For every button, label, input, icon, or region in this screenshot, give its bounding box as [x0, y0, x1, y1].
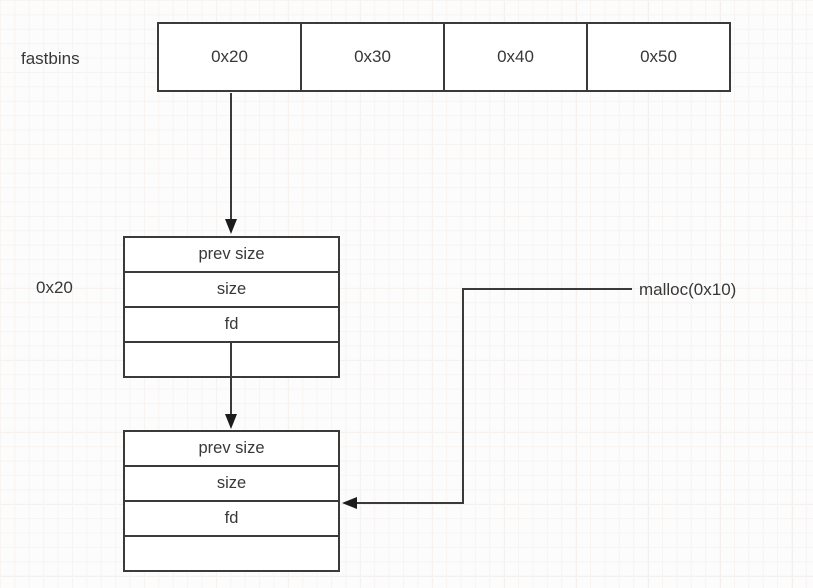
- connector-malloc-to-chunk2-size: [342, 288, 632, 509]
- chunk1-row-size: size: [125, 271, 338, 306]
- fastbin-cell-label: 0x40: [497, 47, 534, 66]
- chunk2-row-fd: fd: [125, 500, 338, 535]
- arrow-head-down-icon: [225, 414, 237, 429]
- fastbin-cell-label: 0x30: [354, 47, 391, 66]
- connector-path: [356, 288, 632, 504]
- fastbin-cell-label: 0x50: [640, 47, 677, 66]
- chunk2-row-prev-size: prev size: [198, 439, 265, 457]
- chunk1: prev size size fd: [123, 236, 340, 378]
- fastbin-cell-0x40: 0x40: [443, 24, 586, 90]
- chunk1-row-prev-size: prev size: [198, 245, 265, 263]
- malloc-call-label: malloc(0x10): [639, 280, 737, 299]
- fastbins-label: fastbins: [21, 49, 80, 68]
- fastbin-array: 0x20 0x30 0x40 0x50: [157, 22, 731, 92]
- arrow-head-left-icon: [342, 497, 357, 509]
- chunk2: prev size size fd: [123, 430, 340, 572]
- fastbin-cell-label: 0x20: [211, 47, 248, 66]
- chunk2-row-empty: [125, 535, 338, 570]
- fastbin-cell-0x50: 0x50: [586, 24, 729, 90]
- arrow-head-down-icon: [225, 219, 237, 234]
- chunk1-size-label: 0x20: [36, 278, 73, 297]
- fastbin-cell-0x20: 0x20: [159, 24, 300, 90]
- chunk1-row-fd: fd: [125, 306, 338, 341]
- fastbin-cell-0x30: 0x30: [300, 24, 443, 90]
- chunk1-row-empty: [125, 341, 338, 376]
- chunk2-row-size: size: [125, 465, 338, 500]
- arrow-fastbin-0x20-to-chunk1: [225, 93, 237, 234]
